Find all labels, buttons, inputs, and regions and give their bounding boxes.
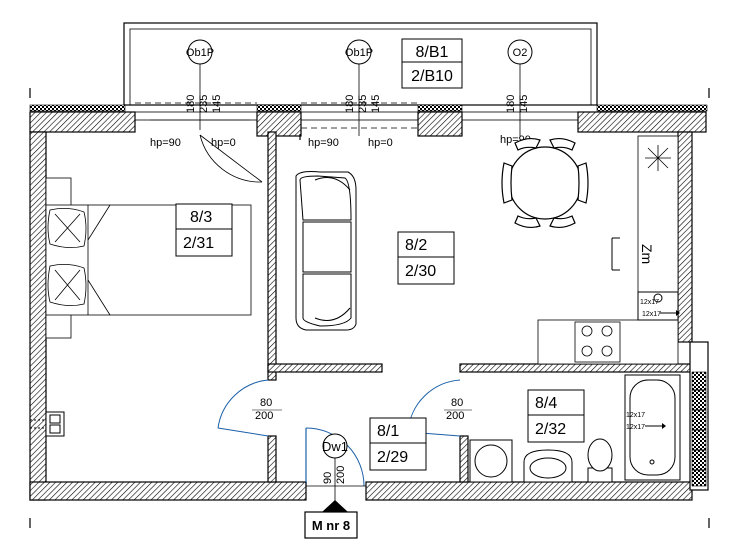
window-center-hp-a: hp=90 bbox=[308, 137, 339, 149]
bath-meter-a: 12x17 bbox=[626, 412, 645, 419]
window-right-symbol: O2 180 145 hp=90 bbox=[500, 39, 533, 146]
kitchen-meter-b: 12x17 bbox=[642, 311, 661, 318]
bathroom-door-width: 80 bbox=[451, 397, 463, 409]
kitchen-counter bbox=[537, 135, 679, 365]
window-center-symbol: Ob1P 180 235 145 hp=90 hp=0 bbox=[308, 39, 393, 149]
room-bathroom-code: 2/32 bbox=[535, 421, 566, 438]
left-wall-radiator bbox=[30, 411, 65, 437]
sink bbox=[523, 449, 573, 483]
fridge-label: Zm bbox=[639, 244, 655, 264]
room-balcony-id: 8/B1 bbox=[416, 44, 449, 61]
room-hall-code: 2/29 bbox=[377, 449, 408, 466]
window-center-hp-b: hp=0 bbox=[368, 137, 393, 149]
room-label-bedroom: 8/3 2/31 bbox=[175, 203, 233, 257]
room-label-hall: 8/1 2/29 bbox=[369, 417, 427, 471]
window-left-h1: 180 bbox=[185, 95, 197, 113]
room-label-bathroom: 8/4 2/32 bbox=[527, 389, 585, 443]
window-left-hp-a: hp=90 bbox=[150, 137, 181, 149]
room-hall-id: 8/1 bbox=[377, 423, 399, 440]
bath-meter-b: 12x17 bbox=[626, 424, 645, 431]
window-left-hp-b: hp=0 bbox=[211, 137, 236, 149]
room-living-code: 2/30 bbox=[405, 263, 436, 280]
dining-table bbox=[501, 137, 589, 229]
room-label-living: 8/2 2/30 bbox=[397, 231, 455, 285]
room-balcony-code: 2/B10 bbox=[411, 68, 453, 85]
toilet bbox=[587, 438, 613, 483]
entrance-marker: M nr 8 bbox=[304, 500, 358, 539]
bathtub bbox=[624, 374, 681, 481]
window-center-type: Ob1P bbox=[345, 47, 373, 59]
window-center-h3: 145 bbox=[370, 95, 382, 113]
bedroom-door-height: 200 bbox=[255, 410, 273, 422]
window-left-h3: 145 bbox=[211, 95, 223, 113]
window-center-h1: 180 bbox=[344, 95, 356, 113]
entrance-door-height: 200 bbox=[335, 466, 347, 484]
window-left-type: Ob1P bbox=[186, 47, 214, 59]
entrance-door-type: Dw1 bbox=[322, 439, 348, 454]
entrance-door: Dw1 90 200 bbox=[305, 427, 367, 510]
top-wall-strip bbox=[29, 104, 708, 112]
window-right-h2: 145 bbox=[518, 95, 530, 113]
window-center-h2: 235 bbox=[357, 95, 369, 113]
ventilation-shaft bbox=[689, 341, 709, 491]
bedroom-door-width: 80 bbox=[260, 397, 272, 409]
bathroom-door-height: 200 bbox=[446, 410, 464, 422]
fridge: Zm bbox=[611, 237, 655, 271]
sofa bbox=[295, 171, 357, 331]
bedroom-door: 80 200 bbox=[217, 379, 282, 437]
room-label-balcony: 8/B1 2/B10 bbox=[401, 38, 463, 89]
grid-ticks bbox=[29, 88, 710, 528]
room-bathroom-id: 8/4 bbox=[535, 395, 557, 412]
bed bbox=[45, 177, 252, 339]
room-bedroom-code: 2/31 bbox=[183, 235, 214, 252]
room-living-id: 8/2 bbox=[405, 237, 427, 254]
window-left-symbol: Ob1P 180 235 145 hp=90 hp=0 bbox=[150, 39, 250, 149]
window-left-h2: 235 bbox=[198, 95, 210, 113]
kitchen-meter-box: 12x17 12x17 bbox=[637, 291, 680, 321]
room-bedroom-id: 8/3 bbox=[190, 209, 212, 226]
kitchen-meter-a: 12x17 bbox=[640, 299, 659, 306]
window-right-type: O2 bbox=[513, 47, 528, 59]
entrance-marker-label: M nr 8 bbox=[312, 518, 350, 533]
window-right-h1: 180 bbox=[505, 95, 517, 113]
washing-machine bbox=[469, 439, 513, 483]
window-sash-arcs bbox=[199, 134, 263, 183]
bathroom-meter: 12x17 12x17 bbox=[626, 412, 666, 431]
entrance-door-width: 90 bbox=[322, 472, 334, 484]
